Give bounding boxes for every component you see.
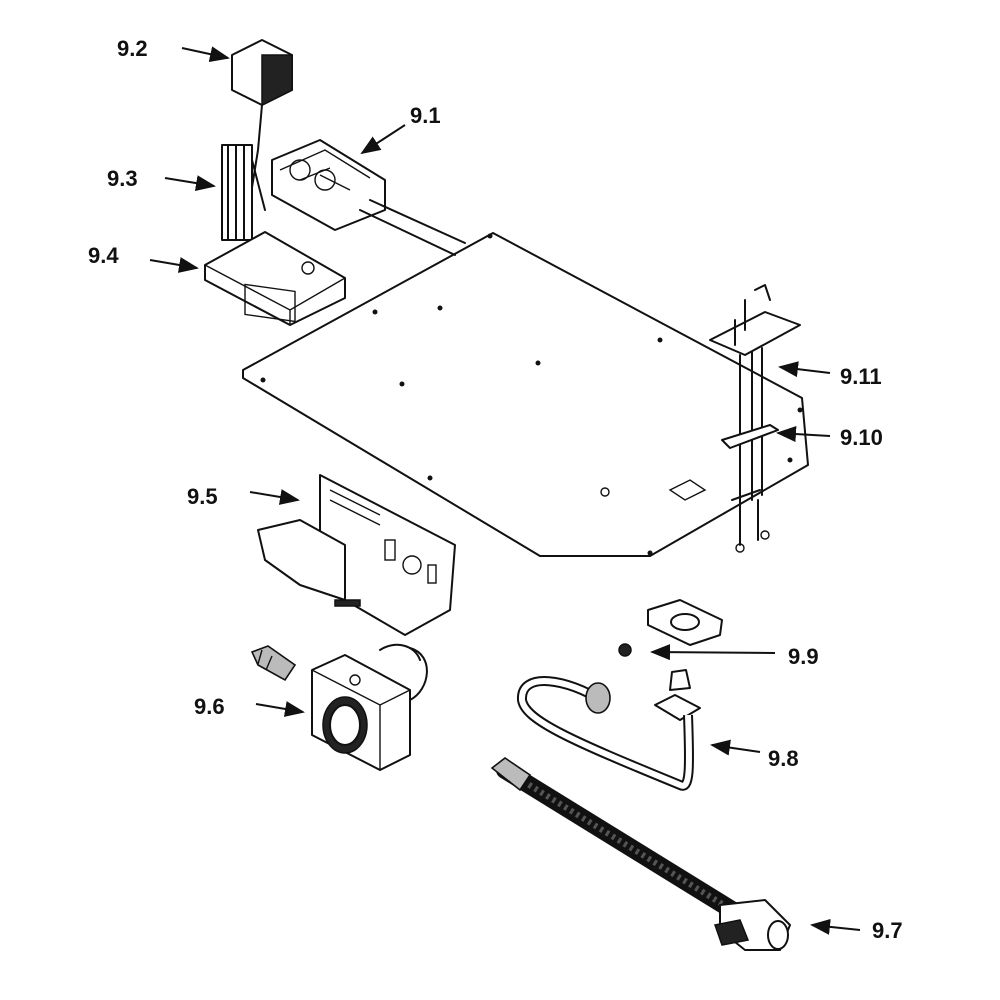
part-9-7-flex-gas-line xyxy=(490,757,791,951)
label-9-9: 9.9 xyxy=(788,644,819,669)
label-9-1: 9.1 xyxy=(410,103,441,128)
label-9-11: 9.11 xyxy=(840,364,882,389)
leader-arrows xyxy=(149,46,861,935)
part-9-4-control-module xyxy=(204,231,346,326)
part-9-11-pilot-assembly xyxy=(709,284,801,506)
label-9-5: 9.5 xyxy=(187,484,218,509)
label-9-6: 9.6 xyxy=(194,694,225,719)
part-9-8-pilot-tube xyxy=(517,669,701,791)
base-plate xyxy=(242,232,809,557)
label-9-7: 9.7 xyxy=(872,918,903,943)
label-9-3: 9.3 xyxy=(107,166,138,191)
label-9-4: 9.4 xyxy=(88,243,119,268)
part-9-6-gas-valve xyxy=(250,643,428,771)
label-9-10: 9.10 xyxy=(840,425,883,450)
part-9-9-gasket xyxy=(618,599,723,657)
part-9-3-harness xyxy=(221,144,266,241)
label-9-8: 9.8 xyxy=(768,746,799,771)
part-9-1-battery-box xyxy=(271,139,466,256)
label-9-2: 9.2 xyxy=(117,36,148,61)
part-9-6-fitting xyxy=(250,645,297,682)
part-9-5-valve-bracket xyxy=(257,474,456,636)
